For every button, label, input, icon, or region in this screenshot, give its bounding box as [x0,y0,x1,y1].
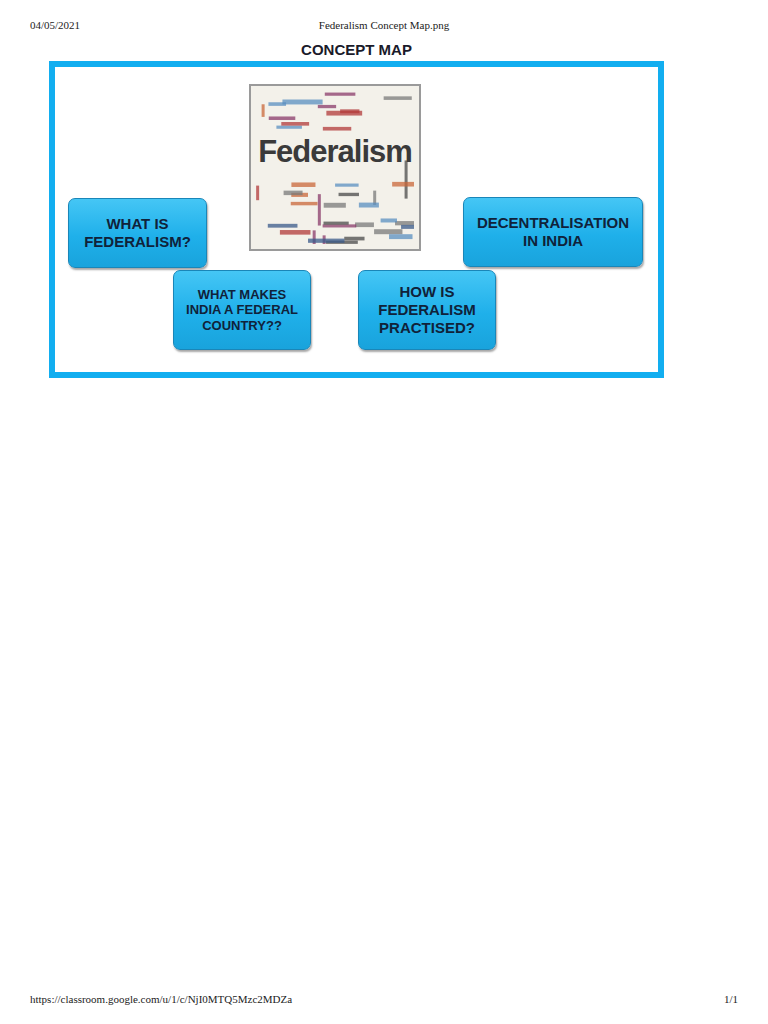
cloud-word-stroke [384,96,412,100]
cloud-word-stroke [308,239,344,243]
cloud-word-stroke [335,184,359,187]
cloud-word-stroke [318,194,321,225]
cloud-word-stroke [291,182,315,187]
topic-text: WHAT MAKES INDIA A FEDERAL COUNTRY?? [182,287,302,334]
print-date: 04/05/2021 [30,19,230,31]
topic-box: DECENTRALISATION IN INDIA [463,197,643,267]
cloud-word-stroke [323,222,348,225]
page-url: https://classroom.google.com/u/1/c/NjI0M… [30,993,450,1005]
topic-box: WHAT MAKES INDIA A FEDERAL COUNTRY?? [173,270,311,350]
cloud-word-stroke [281,122,309,126]
cloud-word-stroke [282,100,322,105]
cloud-heading: Federalism [250,134,420,170]
topic-text: DECENTRALISATION IN INDIA [472,214,634,250]
cloud-word-stroke [339,193,359,196]
cloud-word-stroke [374,229,402,234]
cloud-word-stroke [326,111,362,116]
cloud-word-stroke [324,203,346,208]
cloud-word-stroke [395,221,414,225]
cloud-word-stroke [381,218,397,222]
cloud-word-stroke [284,191,303,195]
cloud-word-stroke [323,127,351,131]
map-title: CONCEPT MAP [0,41,713,58]
topic-text: HOW IS FEDERALISM PRACTISED? [367,283,487,337]
cloud-word-stroke [392,182,414,187]
cloud-word-stroke [268,102,286,106]
cloud-word-stroke [256,186,259,201]
file-name: Federalism Concept Map.png [234,19,534,31]
page-number: 1/1 [680,993,738,1005]
topic-box: HOW IS FEDERALISM PRACTISED? [358,270,496,350]
word-cloud-picture [250,85,420,250]
cloud-word-stroke [269,116,296,120]
cloud-word-stroke [262,104,265,117]
cloud-word-stroke [280,230,311,235]
cloud-word-stroke [355,222,374,227]
cloud-word-stroke [344,237,364,241]
frame-border [52,64,661,375]
cloud-word-stroke [389,234,412,239]
topic-text: WHAT IS FEDERALISM? [77,215,198,251]
cloud-word-stroke [323,224,357,227]
cloud-word-stroke [318,105,336,108]
cloud-word-stroke [276,126,302,129]
cloud-word-stroke [401,225,414,229]
cloud-word-stroke [325,93,356,96]
topic-box: WHAT IS FEDERALISM? [68,198,207,268]
picture-frame [250,85,420,250]
cloud-word-stroke [291,202,318,205]
cloud-word-stroke [359,203,379,208]
cloud-word-stroke [268,224,298,228]
